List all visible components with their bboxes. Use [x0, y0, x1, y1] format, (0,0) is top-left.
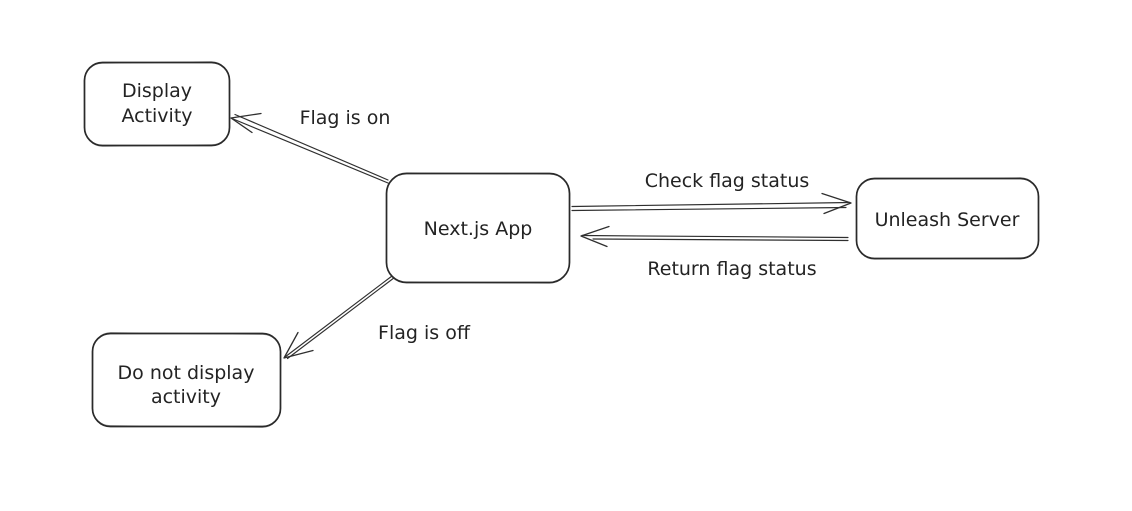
- edge-return-flag-status-line: [581, 234, 849, 242]
- node-nextjs-app-label: Next.js App: [424, 218, 533, 240]
- node-unleash-server-sketch: [855, 177, 1040, 260]
- node-display-activity-box: [83, 61, 231, 147]
- arrowhead-icon: [230, 112, 262, 134]
- edge-return-flag-status: Return flag status: [580, 225, 849, 280]
- arrowhead-icon: [821, 192, 852, 215]
- node-unleash-server: Unleash Server: [855, 177, 1040, 260]
- node-display-activity: Display Activity: [83, 61, 231, 147]
- node-display-activity-label-line1: Display: [122, 80, 192, 102]
- edge-label-check-flag-status: Check flag status: [645, 170, 810, 192]
- edge-label-flag-on: Flag is on: [300, 107, 391, 129]
- node-do-not-display-activity: Do not display activity: [91, 332, 282, 428]
- node-unleash-server-label: Unleash Server: [875, 209, 1020, 231]
- edge-check-flag-status: Check flag status: [571, 170, 852, 215]
- node-do-not-display-activity-label-line2: activity: [151, 386, 221, 408]
- edge-flag-on: Flag is on: [230, 107, 391, 184]
- node-do-not-display-activity-sketch: [91, 332, 282, 428]
- edge-label-return-flag-status: Return flag status: [647, 258, 816, 280]
- arrowhead-icon: [580, 225, 610, 248]
- edge-label-flag-off: Flag is off: [378, 322, 471, 344]
- edge-flag-on-line: [231, 113, 389, 184]
- node-unleash-server-box: [855, 177, 1040, 260]
- node-nextjs-app-sketch: [385, 172, 571, 284]
- node-nextjs-app-box: [385, 172, 571, 284]
- node-display-activity-sketch: [83, 61, 231, 147]
- node-display-activity-label-line2: Activity: [121, 105, 192, 127]
- edge-flag-off-line: [284, 275, 396, 360]
- node-do-not-display-activity-label-line1: Do not display: [118, 362, 255, 384]
- arrowhead-icon: [283, 331, 314, 359]
- node-do-not-display-activity-box: [91, 332, 282, 428]
- node-nextjs-app: Next.js App: [385, 172, 571, 284]
- edge-check-flag-status-line: [571, 201, 851, 212]
- edge-flag-off: Flag is off: [283, 275, 471, 360]
